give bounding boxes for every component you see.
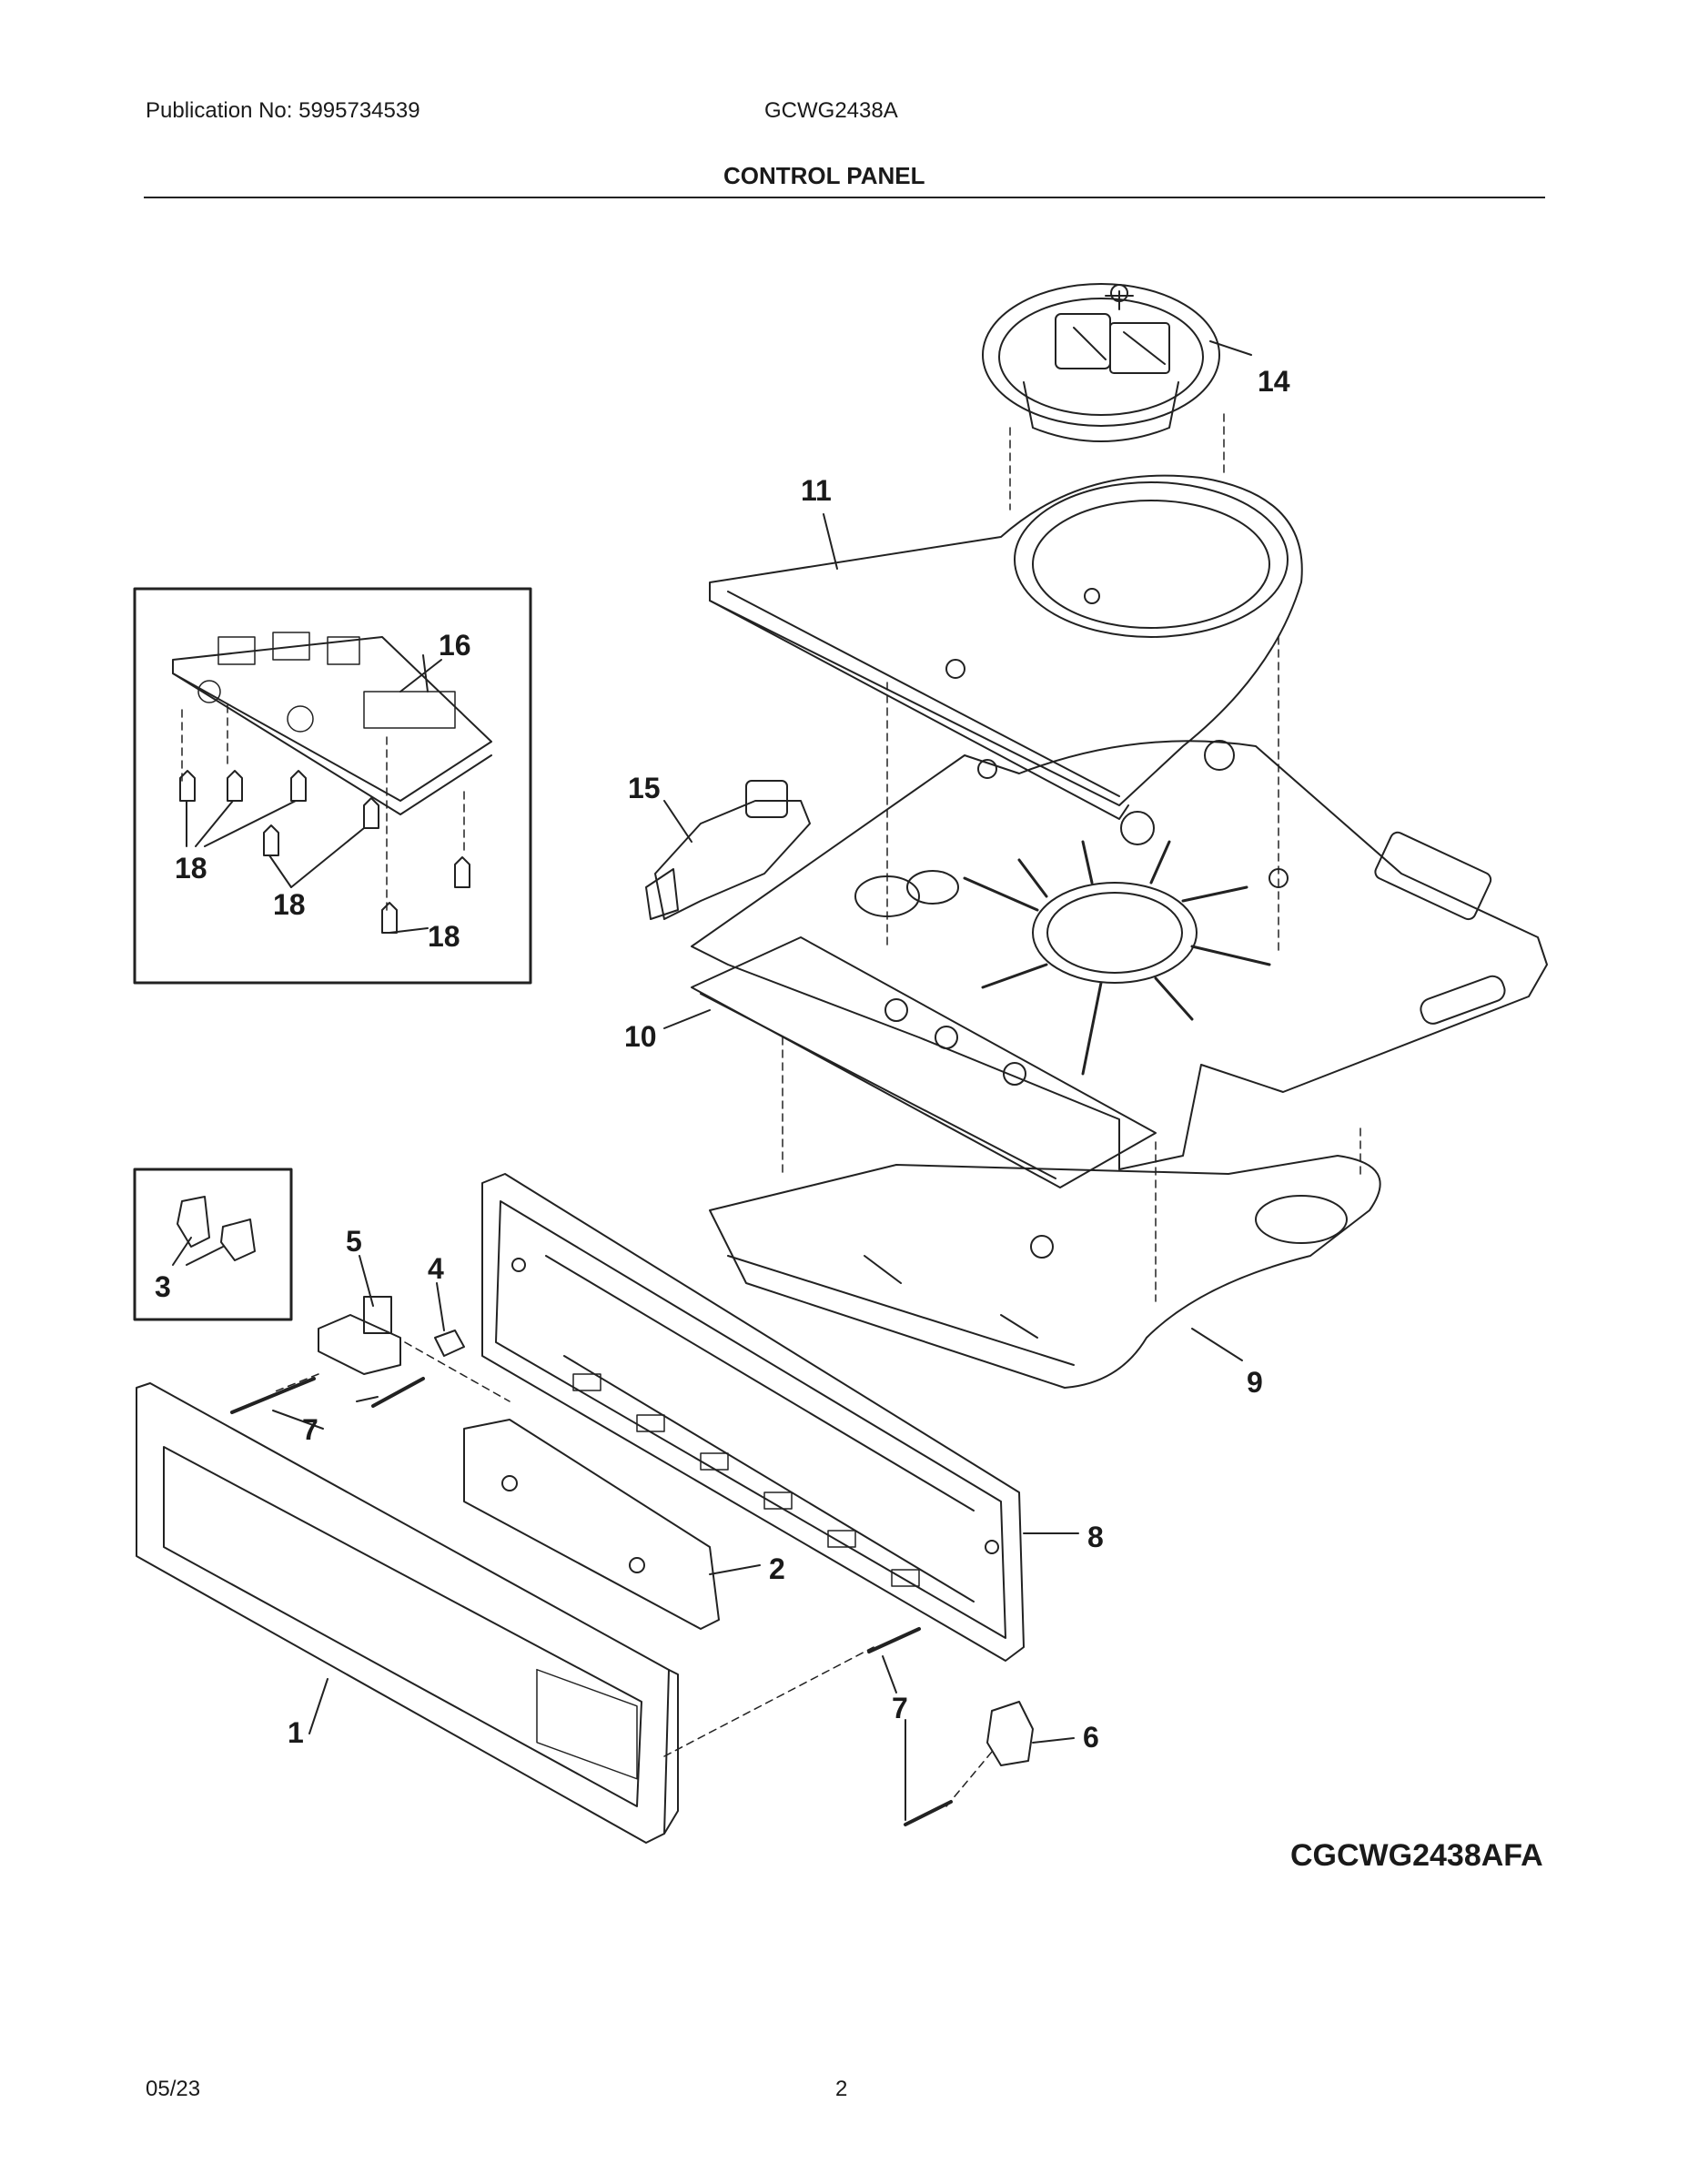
callout-9: 9 <box>1247 1366 1263 1399</box>
callout-11: 11 <box>801 474 832 507</box>
callout-7b: 7 <box>892 1692 908 1724</box>
callout-4: 4 <box>428 1252 444 1285</box>
callout-3: 3 <box>155 1270 171 1303</box>
page-number: 2 <box>835 2077 848 2101</box>
lower-tray <box>709 1155 1381 1389</box>
bracket-left <box>318 1296 401 1375</box>
callout-16: 16 <box>439 629 471 662</box>
publication-number: Publication No: 5995734539 <box>146 98 420 123</box>
screws <box>230 1377 953 1826</box>
control-panel-gasket <box>691 936 1157 1188</box>
callout-14: 14 <box>1258 365 1290 398</box>
callout-5: 5 <box>346 1225 362 1258</box>
inset-control-board <box>133 587 532 985</box>
callout-10: 10 <box>624 1020 657 1053</box>
standoff-pins <box>179 770 470 934</box>
callout-1: 1 <box>288 1716 304 1749</box>
callout-18b: 18 <box>273 888 306 921</box>
callout-8: 8 <box>1087 1521 1104 1553</box>
callout-2: 2 <box>769 1552 785 1585</box>
callout-18c: 18 <box>428 920 460 953</box>
control-panel-glass-trim <box>136 1382 679 1844</box>
user-interface-board <box>463 1419 720 1780</box>
callout-18a: 18 <box>175 852 207 885</box>
alignment-lines <box>181 413 1361 1807</box>
leader-lines <box>172 340 1252 1821</box>
fan-motor-assembly <box>982 283 1220 442</box>
hinge-small <box>434 1330 465 1357</box>
bracket-right <box>986 1701 1034 1766</box>
callout-6: 6 <box>1083 1721 1099 1754</box>
switch-assembly <box>645 780 811 920</box>
callout-15: 15 <box>628 772 661 804</box>
footer-date: 05/23 <box>146 2077 201 2101</box>
control-panel-plate <box>691 740 1548 1170</box>
inset-clips <box>133 1168 293 1321</box>
page-title: CONTROL PANEL <box>723 162 925 189</box>
model-number: GCWG2438A <box>764 98 898 123</box>
diagram-code: CGCWG2438AFA <box>1290 1838 1543 1873</box>
callout-labels: 14 11 16 15 10 9 8 2 6 7 1 7 5 4 3 18 18… <box>155 365 1290 1754</box>
callout-7a: 7 <box>302 1413 318 1446</box>
control-panel-frame <box>481 1173 1025 1662</box>
header-divider <box>144 197 1545 198</box>
